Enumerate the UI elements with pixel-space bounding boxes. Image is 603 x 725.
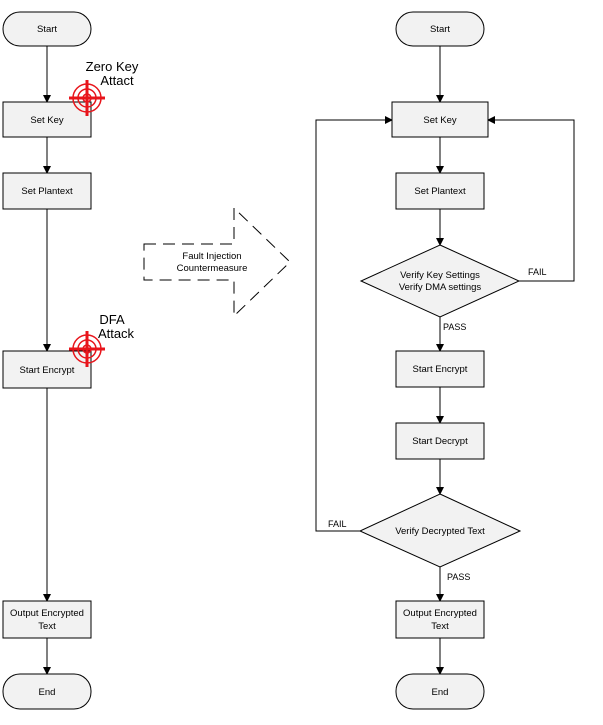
left-end-node xyxy=(2,673,92,710)
target-icon xyxy=(69,80,105,116)
fault-injection-label-line1: Fault Injection xyxy=(182,251,241,262)
right-verify-settings-decision xyxy=(359,244,521,318)
right-end-node xyxy=(395,673,485,710)
target-icon xyxy=(69,331,105,367)
left-start-node xyxy=(2,11,92,47)
right-verify-decrypted-label: Verify Decrypted Text xyxy=(395,526,485,537)
left-end-label: End xyxy=(39,687,56,698)
right-verify-label-line2: Verify DMA settings xyxy=(399,282,482,293)
right-start-decrypt-node xyxy=(395,422,485,460)
right-fail-label-bottom: FAIL xyxy=(328,519,347,529)
right-pass-label-bottom: PASS xyxy=(447,572,470,582)
left-output-label-line2: Text xyxy=(38,621,56,632)
right-start-decrypt-label: Start Decrypt xyxy=(412,436,468,447)
right-output-label-line2: Text xyxy=(431,621,449,632)
right-output-label-line1: Output Encrypted xyxy=(403,608,477,619)
right-set-key-node xyxy=(391,101,489,138)
left-start-encrypt-label: Start Encrypt xyxy=(20,365,75,376)
right-start-encrypt-node xyxy=(395,350,485,388)
zero-key-attack-label-line2: Attact xyxy=(100,73,134,88)
right-set-plaintext-node xyxy=(395,172,485,210)
right-start-node xyxy=(395,11,485,47)
right-set-key-label: Set Key xyxy=(423,115,457,126)
right-flowchart: Start Set Key Set Plantext Verify Key Se… xyxy=(315,11,575,710)
fault-injection-label-line2: Countermeasure xyxy=(177,263,248,274)
right-start-label: Start xyxy=(430,24,450,35)
right-end-label: End xyxy=(432,687,449,698)
left-output-label-line1: Output Encrypted xyxy=(10,608,84,619)
right-verify-label-line1: Verify Key Settings xyxy=(400,270,480,281)
fault-injection-arrow: Fault Injection Countermeasure xyxy=(143,206,291,318)
dfa-attack-label-line1: DFA xyxy=(99,312,125,327)
left-set-key-label: Set Key xyxy=(30,115,64,126)
right-output-node xyxy=(395,600,485,639)
right-pass-label-top: PASS xyxy=(443,322,466,332)
right-verify-decrypted-decision xyxy=(358,493,522,568)
left-set-plaintext-label: Set Plantext xyxy=(21,186,73,197)
left-flowchart: Start Set Key Set Plantext Start Encrypt… xyxy=(2,11,139,710)
right-start-encrypt-label: Start Encrypt xyxy=(413,364,468,375)
left-output-node xyxy=(2,600,92,639)
right-set-plaintext-label: Set Plantext xyxy=(414,186,466,197)
right-fail-label-top: FAIL xyxy=(528,267,547,277)
dashed-arrow-shape xyxy=(143,206,291,318)
zero-key-attack-label-line1: Zero Key xyxy=(86,59,139,74)
dfa-attack-label-line2: Attack xyxy=(98,326,135,341)
right-fail-loop-bottom xyxy=(315,116,393,532)
left-start-label: Start xyxy=(37,24,57,35)
right-fail-loop-top xyxy=(487,116,575,282)
left-set-plaintext-node xyxy=(2,172,92,210)
